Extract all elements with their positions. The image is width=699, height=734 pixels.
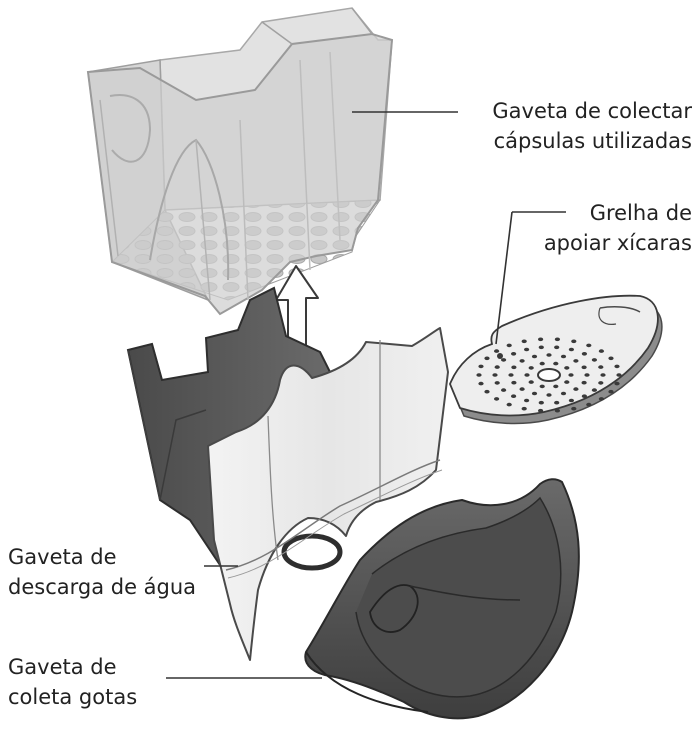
grid-hole: [538, 400, 544, 405]
grid-hole: [586, 343, 592, 348]
leader-cup-grid-drop: [495, 211, 513, 345]
grid-hole: [531, 354, 538, 359]
label-water-drawer-line2: descarga de água: [8, 575, 197, 599]
grid-hole: [510, 352, 517, 356]
grid-hole: [531, 391, 538, 396]
grid-hole: [478, 364, 484, 369]
grid-hole: [554, 345, 560, 350]
grid-hole: [494, 381, 500, 385]
grid-hole: [538, 345, 544, 350]
grid-hole: [528, 366, 534, 370]
grid-hole: [539, 384, 545, 389]
grid-hole: [501, 358, 507, 362]
grid-hole: [539, 361, 545, 366]
label-drip-drawer-line1: Gaveta de: [8, 655, 117, 679]
grid-hole: [591, 388, 598, 392]
grid-hole: [511, 380, 517, 385]
grid-hole: [494, 349, 500, 353]
grid-hole: [598, 349, 605, 353]
water-drawer-panel: [207, 327, 449, 661]
grid-hole: [564, 366, 570, 370]
grid-hole: [519, 387, 525, 391]
grid-hole: [581, 352, 588, 356]
grid-hole: [510, 394, 517, 399]
grid-hole: [484, 356, 490, 361]
grid-hole: [598, 381, 604, 385]
grid-hole: [508, 373, 514, 377]
label-drip-drawer-line2: coleta gotas: [8, 685, 138, 709]
grid-hole: [538, 408, 544, 413]
grid-hole: [568, 373, 574, 377]
water-drawer-body: [126, 286, 343, 571]
grid-hole: [553, 361, 559, 366]
grid-hole: [484, 389, 490, 394]
grid-hole: [524, 398, 530, 403]
grid-holes: [476, 337, 622, 413]
grid-hole: [553, 384, 559, 389]
grid-hole: [614, 381, 620, 386]
leader-lines: [166, 111, 566, 679]
grid-hole: [598, 397, 605, 401]
grid-hole: [581, 380, 587, 385]
grid-hole: [524, 347, 530, 352]
grid-hole: [608, 356, 614, 361]
grid-hole: [571, 339, 577, 344]
grid-hole: [501, 388, 507, 392]
grid-hole: [568, 347, 575, 352]
grid-hole: [546, 393, 552, 397]
grid-hole: [568, 398, 575, 403]
grid-hole: [598, 365, 604, 369]
capsule-drawer: [86, 7, 394, 316]
grid-hole: [546, 353, 552, 357]
grid-hole: [478, 381, 484, 386]
grid-hole: [560, 354, 567, 359]
grid-hole: [476, 373, 482, 377]
label-water-drawer: Gaveta de descarga de água: [8, 542, 238, 602]
label-water-drawer-line1: Gaveta de: [8, 545, 117, 569]
grid-hole: [584, 373, 590, 377]
label-drip-drawer: Gaveta de coleta gotas: [8, 652, 198, 712]
grid-hole: [494, 365, 500, 369]
grid-hole: [581, 394, 588, 399]
grid-hole: [524, 373, 530, 377]
grid-hole: [600, 373, 606, 377]
label-cup-grid-line2: apoiar xícaras: [543, 231, 692, 255]
grid-hole: [554, 337, 561, 342]
grid-hole: [591, 358, 598, 362]
grid-hole: [528, 380, 534, 384]
grid-hole: [494, 397, 500, 401]
grid-hole: [506, 343, 512, 348]
grid-hole: [616, 373, 622, 377]
drip-tray: [304, 478, 580, 720]
grid-hole: [506, 402, 512, 407]
cup-grid: [449, 294, 663, 425]
grid-hole: [608, 389, 614, 394]
label-cup-grid: Grelha de apoiar xícaras: [520, 198, 692, 258]
grid-hole: [573, 359, 579, 363]
grid-hole: [614, 364, 620, 369]
grid-hole: [554, 400, 560, 405]
grid-hole: [573, 387, 579, 391]
grid-hole: [560, 391, 567, 396]
grid-hole: [564, 380, 570, 384]
grid-hole: [586, 402, 592, 407]
label-capsule-drawer: Gaveta de colectar cápsulas utilizadas: [460, 96, 692, 156]
grid-hole: [554, 408, 561, 413]
label-cup-grid-line1: Grelha de: [589, 201, 692, 225]
grid-hole: [519, 359, 525, 363]
grid-hole: [581, 365, 587, 370]
grid-hole: [538, 337, 544, 342]
label-capsule-drawer-line2: cápsulas utilizadas: [493, 129, 692, 153]
grid-hole: [521, 339, 527, 344]
grid-hole: [521, 406, 527, 411]
grid-hole: [571, 406, 577, 411]
grid-hole: [511, 365, 517, 370]
grid-hole: [492, 373, 498, 377]
label-capsule-drawer-line1: Gaveta de colectar: [492, 99, 692, 123]
